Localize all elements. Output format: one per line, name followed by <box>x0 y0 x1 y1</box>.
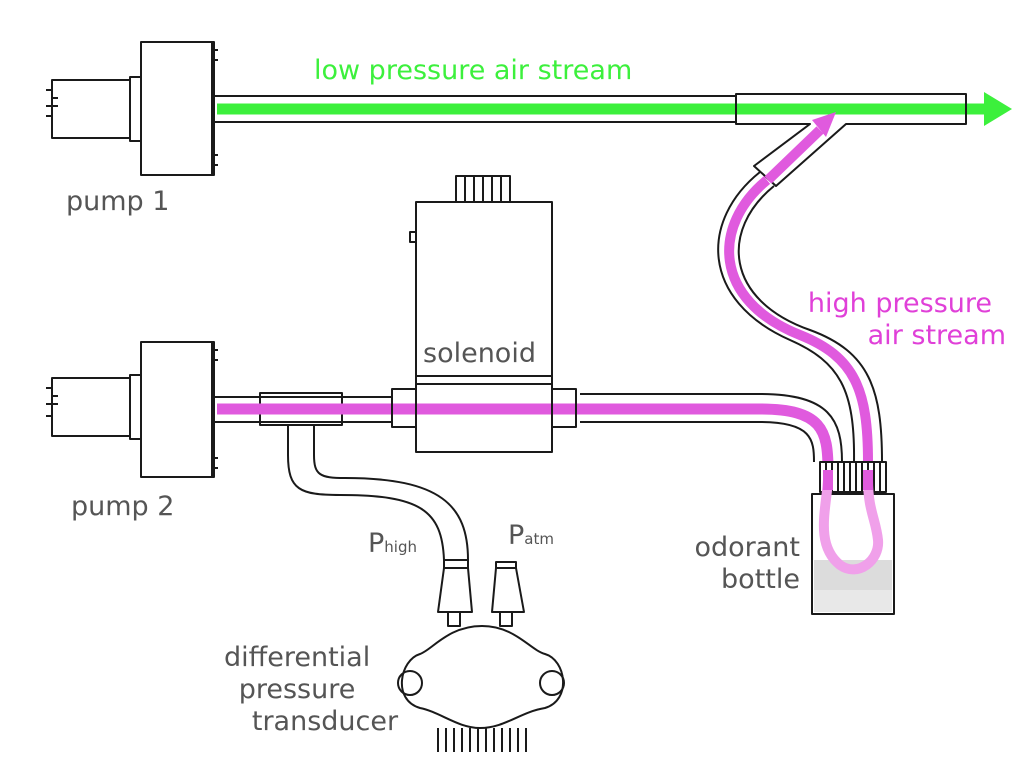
transducer-label-line3: transducer <box>251 706 399 737</box>
pump-2-label: pump 2 <box>71 491 175 522</box>
high-pressure-stream-label-line2: air stream <box>867 320 1006 351</box>
pump-1-label: pump 1 <box>66 186 170 217</box>
pump-1 <box>46 41 218 176</box>
p-atm-subscript: atm <box>524 530 554 548</box>
solenoid <box>409 175 553 453</box>
odorant-bottle <box>811 461 895 615</box>
y-connector <box>735 93 967 187</box>
transducer-label-line2: pressure <box>238 674 356 705</box>
low-pressure-tube <box>214 92 1012 126</box>
odorant-bottle-label-line1: odorant <box>694 532 800 563</box>
pump-2 <box>46 341 218 478</box>
solenoid-label: solenoid <box>423 338 536 369</box>
odorant-bottle-label-line2: bottle <box>721 564 800 595</box>
differential-pressure-transducer <box>397 612 565 752</box>
p-high-subscript: high <box>384 538 417 556</box>
transducer-tube <box>287 425 525 613</box>
low-pressure-stream-label: low pressure air stream <box>314 55 633 86</box>
high-pressure-tube <box>214 388 843 471</box>
p-atm-label: Patm <box>508 520 554 555</box>
bottle-outlet-tube <box>717 112 883 463</box>
p-high-main: P <box>368 528 385 559</box>
high-pressure-stream-label-line1: high pressure <box>807 288 992 319</box>
p-atm-main: P <box>508 520 525 551</box>
p-high-label: Phigh <box>368 528 417 563</box>
transducer-label-line1: differential <box>224 642 371 673</box>
